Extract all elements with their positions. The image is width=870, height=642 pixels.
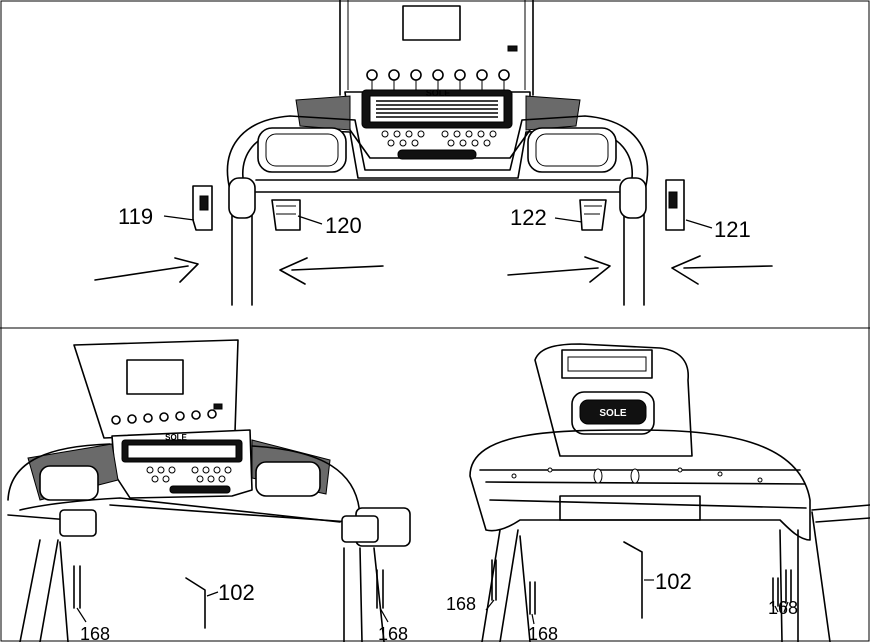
- console-buttons-row-2: [111, 409, 217, 425]
- bracket-122: [579, 199, 607, 231]
- right-upright-2: [343, 547, 385, 642]
- right-mesh-panel: [525, 95, 581, 131]
- arrow-right-2: [507, 256, 611, 283]
- handlebar-rear: [469, 429, 811, 541]
- callout-102-left: 102: [218, 580, 255, 605]
- bottom-left-console-view: SOLE 102 168 168: [7, 339, 411, 642]
- bottom-right-console-view: SOLE 102 168 168 168: [446, 343, 870, 642]
- callout-168-d: 168: [528, 624, 558, 642]
- callout-120: 120: [325, 213, 362, 238]
- left-cup-holder: [257, 127, 347, 173]
- handlebar-outer: [226, 115, 649, 191]
- hex-key-102-right: [623, 541, 643, 619]
- arrow-left-2: [671, 255, 773, 285]
- display-screen: [402, 5, 461, 41]
- direction-arrows: [94, 255, 773, 285]
- left-mesh-panel: [295, 95, 351, 131]
- keypad: [381, 130, 497, 147]
- brand-logo: SOLE: [426, 88, 451, 98]
- right-cup-holder-2: [255, 461, 321, 497]
- right-upright-3: [779, 511, 831, 642]
- arrow-right-1: [94, 257, 199, 283]
- callout-102-right: 102: [655, 569, 692, 594]
- callout-122: 122: [510, 205, 547, 230]
- left-upright-2: [19, 539, 69, 642]
- hex-key-102-left: [185, 577, 206, 629]
- brand-logo-3: SOLE: [599, 408, 627, 419]
- callout-119: 119: [118, 204, 153, 229]
- bracket-120: [271, 199, 301, 231]
- callout-168-a: 168: [80, 624, 110, 642]
- callout-168-b: 168: [378, 624, 408, 642]
- left-cup-holder-2: [39, 465, 99, 501]
- console-frame: [339, 0, 534, 96]
- arrow-left-1: [279, 257, 384, 285]
- right-cup-holder: [527, 127, 617, 173]
- callout-168-e: 168: [768, 598, 798, 618]
- callout-121: 121: [714, 217, 751, 242]
- left-upright-3: [481, 529, 531, 642]
- callout-168-c: 168: [446, 594, 476, 614]
- top-console-view: SOLE: [94, 0, 773, 306]
- brand-logo-2: SOLE: [165, 433, 187, 442]
- console-buttons-row: [366, 69, 510, 90]
